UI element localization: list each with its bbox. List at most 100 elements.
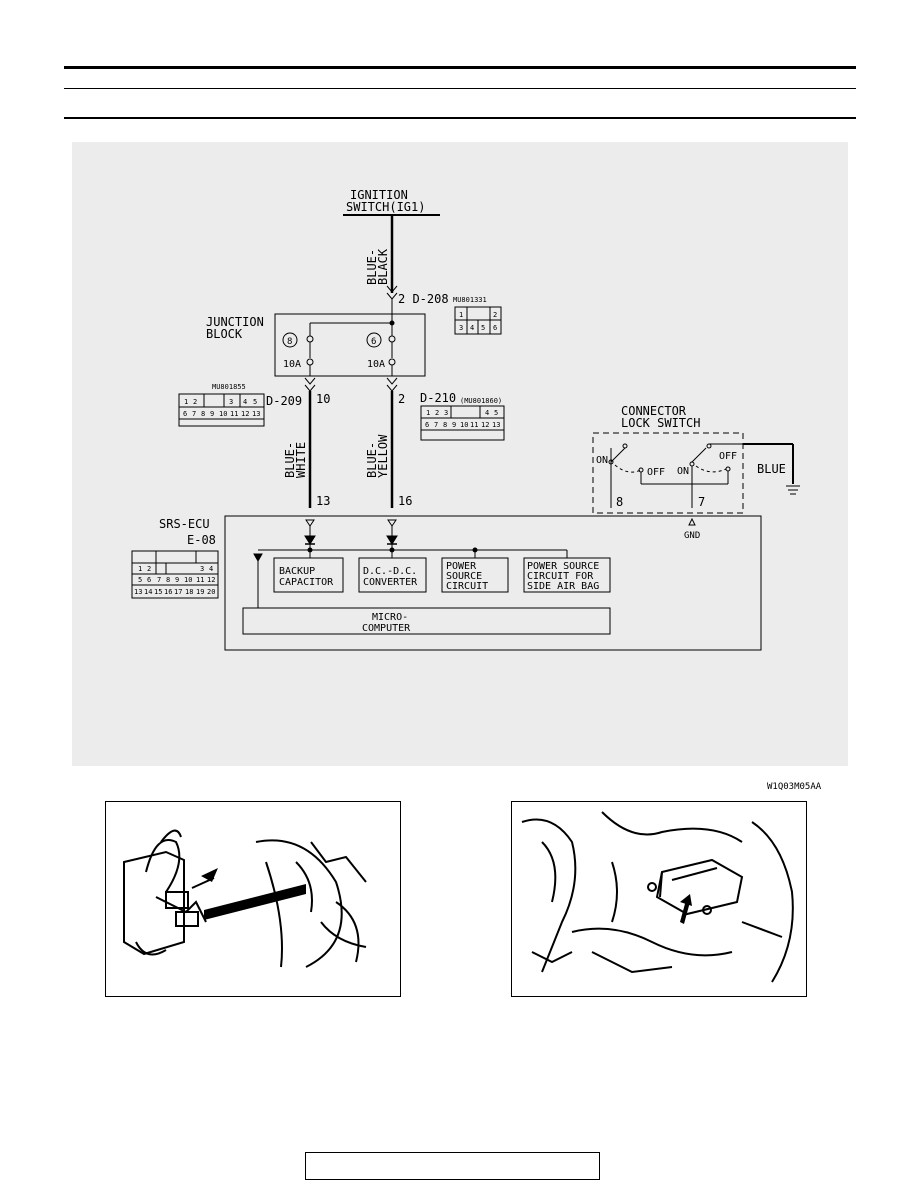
e08-pin: 11 bbox=[196, 576, 204, 584]
srs-ecu-location-illustration bbox=[511, 801, 807, 997]
d209-pin: 3 bbox=[229, 398, 233, 406]
e08-pin: 13 bbox=[134, 588, 142, 596]
e08-pin: 7 bbox=[157, 576, 161, 584]
e08-pin: 19 bbox=[196, 588, 204, 596]
e08-label: E-08 bbox=[187, 533, 216, 547]
pin-10-label: 10 bbox=[316, 392, 330, 406]
dcdc-converter-1: D.C.-D.C. bbox=[363, 566, 417, 577]
d210-pin: 9 bbox=[452, 421, 456, 429]
connector-lock-switch-label-2: LOCK SWITCH bbox=[621, 416, 700, 430]
e08-pin: 4 bbox=[209, 565, 213, 573]
backup-capacitor-2: CAPACITOR bbox=[279, 577, 334, 588]
e08-pin: 3 bbox=[200, 565, 204, 573]
switch-off-left: OFF bbox=[647, 467, 665, 478]
srs-ecu-label: SRS-ECU bbox=[159, 517, 210, 531]
d209-pin: 4 bbox=[243, 398, 247, 406]
d208-pin: 3 bbox=[459, 324, 463, 332]
connector-d209-label: D-209 bbox=[266, 394, 302, 408]
side-air-bag-2: CIRCUIT FOR bbox=[527, 571, 594, 582]
junction-block-label-2: BLOCK bbox=[206, 327, 243, 341]
backup-capacitor-1: BACKUP bbox=[279, 566, 315, 577]
wire-blue-white-2: WHITE bbox=[294, 442, 308, 478]
figure-code: W1Q03M05AA bbox=[767, 782, 822, 792]
d210-pin: 3 bbox=[444, 409, 448, 417]
d210-pin: 12 bbox=[481, 421, 489, 429]
d208-pin: 2 bbox=[493, 311, 497, 319]
d209-pin: 1 bbox=[184, 398, 188, 406]
e08-pin: 17 bbox=[174, 588, 182, 596]
e08-pin: 5 bbox=[138, 576, 142, 584]
wiring-diagram: IGNITION SWITCH(IG1) BLUE- BLACK 2 D-208… bbox=[131, 188, 822, 792]
e08-pin: 9 bbox=[175, 576, 179, 584]
header-rule-middle bbox=[64, 88, 856, 89]
pin-16-label: 16 bbox=[398, 494, 412, 508]
header-rule-bottom bbox=[64, 117, 856, 119]
junction-block-location-illustration bbox=[105, 801, 401, 997]
switch-on-left: ON bbox=[596, 455, 608, 466]
d210-pin: 6 bbox=[425, 421, 429, 429]
d210-pin: 13 bbox=[492, 421, 500, 429]
d209-pin: 8 bbox=[201, 410, 205, 418]
ignition-label-1: IGNITION bbox=[350, 188, 408, 202]
pin-2-label: 2 bbox=[398, 392, 405, 406]
e08-pin: 14 bbox=[144, 588, 152, 596]
e08-pin: 10 bbox=[184, 576, 192, 584]
connector-lock-switch-label-1: CONNECTOR bbox=[621, 404, 687, 418]
d209-pin: 12 bbox=[241, 410, 249, 418]
wire-blue-white-1: BLUE- bbox=[283, 442, 297, 478]
wire-blue-black-2: BLACK bbox=[376, 248, 390, 285]
connector-d210-label: D-210 bbox=[420, 391, 456, 405]
power-source-3: CIRCUIT bbox=[446, 581, 488, 592]
d209-pin: 2 bbox=[193, 398, 197, 406]
footer-page-box bbox=[305, 1152, 600, 1180]
wire-blue-yellow-2: YELLOW bbox=[376, 434, 390, 478]
d210-part-number: (MU801860) bbox=[460, 397, 502, 405]
d210-pin: 2 bbox=[435, 409, 439, 417]
fuse-b-rating: 10A bbox=[367, 359, 385, 370]
microcomputer-2: COMPUTER bbox=[362, 623, 411, 634]
d210-pin: 1 bbox=[426, 409, 430, 417]
d210-pin: 8 bbox=[443, 421, 447, 429]
wire-blue-black-1: BLUE- bbox=[365, 249, 379, 285]
d210-pin: 5 bbox=[494, 409, 498, 417]
d209-pin: 10 bbox=[219, 410, 227, 418]
pin-7-label: 7 bbox=[698, 495, 705, 509]
e08-pin: 6 bbox=[147, 576, 151, 584]
d210-pin: 7 bbox=[434, 421, 438, 429]
e08-pin: 20 bbox=[207, 588, 215, 596]
d208-pin: 1 bbox=[459, 311, 463, 319]
d209-pin: 6 bbox=[183, 410, 187, 418]
connector-d208-label: 2 D-208 bbox=[398, 292, 449, 306]
switch-on-right: ON bbox=[677, 466, 689, 477]
e08-pin: 18 bbox=[185, 588, 193, 596]
wire-blue-label: BLUE bbox=[757, 462, 786, 476]
side-air-bag-3: SIDE AIR BAG bbox=[527, 581, 599, 592]
d210-pin: 11 bbox=[470, 421, 478, 429]
d209-pin: 9 bbox=[210, 410, 214, 418]
microcomputer-1: MICRO- bbox=[372, 612, 408, 623]
d209-pin: 13 bbox=[252, 410, 260, 418]
wiring-diagram-panel bbox=[72, 142, 848, 766]
e08-pin: 1 bbox=[138, 565, 142, 573]
fuse-a-rating: 10A bbox=[283, 359, 301, 370]
d208-pin: 5 bbox=[481, 324, 485, 332]
e08-pin: 2 bbox=[147, 565, 151, 573]
d208-pin: 6 bbox=[493, 324, 497, 332]
d210-pin: 10 bbox=[460, 421, 468, 429]
e08-pin: 15 bbox=[154, 588, 162, 596]
e08-pin: 8 bbox=[166, 576, 170, 584]
pin-13-label: 13 bbox=[316, 494, 330, 508]
srs-ecu-drawing bbox=[521, 811, 794, 983]
d209-pin: 11 bbox=[230, 410, 238, 418]
header-rule-top bbox=[64, 66, 856, 69]
power-source-2: SOURCE bbox=[446, 571, 482, 582]
wire-blue-yellow-1: BLUE- bbox=[365, 442, 379, 478]
junction-block-drawing bbox=[123, 829, 367, 968]
ignition-label-2: SWITCH(IG1) bbox=[346, 200, 425, 214]
d208-pin: 4 bbox=[470, 324, 474, 332]
dcdc-converter-2: CONVERTER bbox=[363, 577, 418, 588]
switch-off-right: OFF bbox=[719, 451, 737, 462]
side-air-bag-1: POWER SOURCE bbox=[527, 561, 599, 572]
d209-pin: 5 bbox=[253, 398, 257, 406]
pin-8-label: 8 bbox=[616, 495, 623, 509]
